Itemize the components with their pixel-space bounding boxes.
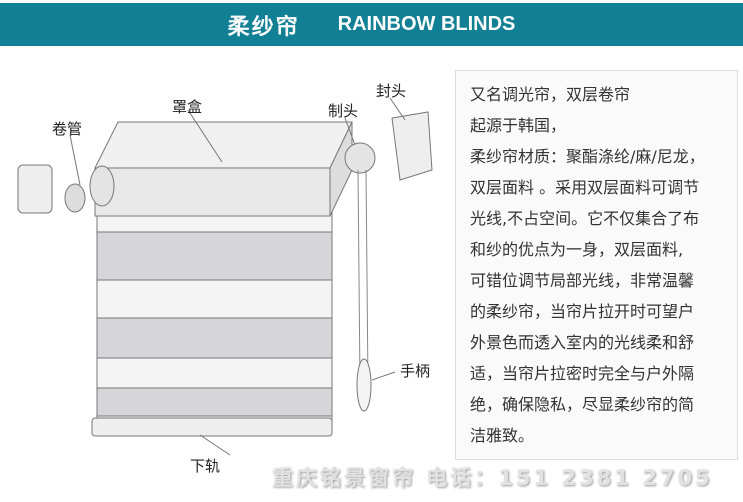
label-cover-box: 罩盒 bbox=[172, 98, 203, 116]
description-line: 适，当帘片拉密时完全与户外隔 bbox=[470, 364, 695, 383]
label-control-head: 制头 bbox=[328, 102, 359, 120]
description-line: 光线,不占空间。它不仅集合了布 bbox=[470, 209, 700, 228]
leader-line bbox=[371, 371, 396, 381]
cover-box-front bbox=[94, 167, 331, 217]
description-line: 洁雅致。 bbox=[470, 426, 535, 445]
leader-line bbox=[199, 434, 231, 456]
description-line: 双层面料 。采用双层面料可调节 bbox=[470, 178, 700, 197]
dark-stripe bbox=[96, 317, 333, 359]
description-line: 绝，确保隐私，尽显柔纱帘的简 bbox=[470, 395, 695, 414]
cover-box-top bbox=[94, 121, 353, 169]
description-line: 可错位调节局部光线，非常温馨 bbox=[470, 271, 695, 290]
label-bottom-rail: 下轨 bbox=[190, 457, 221, 475]
description-line: 外景色而透入室内的光线柔和舒 bbox=[470, 333, 695, 352]
end-cap-left bbox=[17, 164, 53, 214]
watermark: 重庆铭景窗帘 电话：151 2381 2705 bbox=[272, 466, 713, 490]
description-line: 又名调光帘，双层卷帘 bbox=[470, 85, 631, 104]
control-head bbox=[344, 142, 376, 174]
dark-stripe bbox=[96, 231, 333, 281]
leader-line bbox=[344, 117, 356, 146]
blind-diagram bbox=[17, 97, 433, 456]
title-en: RAINBOW BLINDS bbox=[337, 13, 516, 35]
handle bbox=[356, 358, 372, 412]
leader-line bbox=[69, 134, 81, 186]
tube bbox=[89, 165, 115, 207]
label-tube: 卷管 bbox=[52, 120, 83, 138]
description-line: 柔纱帘材质：聚酯涤纶/麻/尼龙， bbox=[470, 147, 705, 166]
label-end-cap: 封头 bbox=[376, 82, 407, 100]
end-cap-right bbox=[391, 111, 433, 181]
header-banner: 柔纱帘 RAINBOW BLINDS bbox=[0, 3, 743, 46]
description-line: 的柔纱帘，当帘片拉开时可望户 bbox=[470, 302, 695, 321]
description-line: 起源于韩国， bbox=[470, 116, 567, 135]
dark-stripe bbox=[96, 387, 333, 417]
leader-line bbox=[187, 109, 223, 163]
description-box: 又名调光帘，双层卷帘 起源于韩国， 柔纱帘材质：聚酯涤纶/麻/尼龙， 双层面料 … bbox=[455, 70, 738, 460]
fabric bbox=[96, 194, 333, 421]
chain bbox=[357, 169, 369, 386]
label-handle: 手柄 bbox=[400, 362, 431, 380]
description-line: 和纱的优点为一身，双层面料, bbox=[470, 240, 684, 259]
leader-line bbox=[389, 97, 406, 121]
bottom-rail bbox=[91, 417, 333, 437]
title-cn: 柔纱帘 bbox=[227, 14, 300, 40]
tube-end bbox=[64, 183, 86, 213]
